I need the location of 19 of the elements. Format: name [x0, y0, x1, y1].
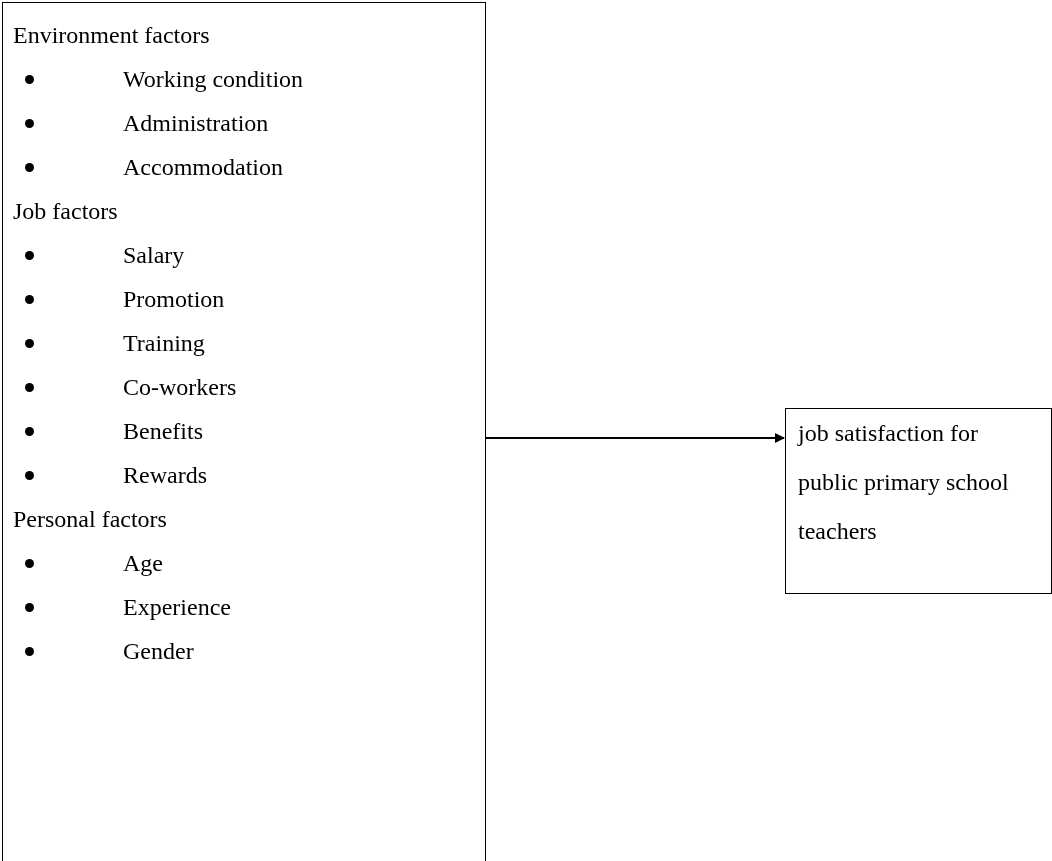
factor-item: Age	[123, 549, 163, 578]
factor-item: Benefits	[123, 417, 203, 446]
outcome-text: job satisfaction for public primary school teachers	[798, 419, 1010, 546]
arrow	[485, 433, 785, 443]
factor-item: Gender	[123, 637, 194, 666]
factor-item: Salary	[123, 241, 185, 270]
factor-item: Experience	[123, 593, 231, 622]
group-heading: Job factors	[13, 197, 118, 226]
group-heading: Environment factors	[13, 21, 210, 50]
factor-item: Rewards	[123, 461, 207, 490]
factor-item: Training	[123, 329, 205, 358]
group-heading: Personal factors	[13, 505, 167, 534]
factor-item: Administration	[123, 109, 269, 138]
factor-item: Accommodation	[123, 153, 283, 182]
outcome-box	[785, 408, 1052, 594]
factors-box	[2, 2, 486, 861]
factor-item: Promotion	[123, 285, 225, 314]
factor-item: Working condition	[123, 65, 304, 94]
factor-item: Co-workers	[123, 373, 237, 402]
